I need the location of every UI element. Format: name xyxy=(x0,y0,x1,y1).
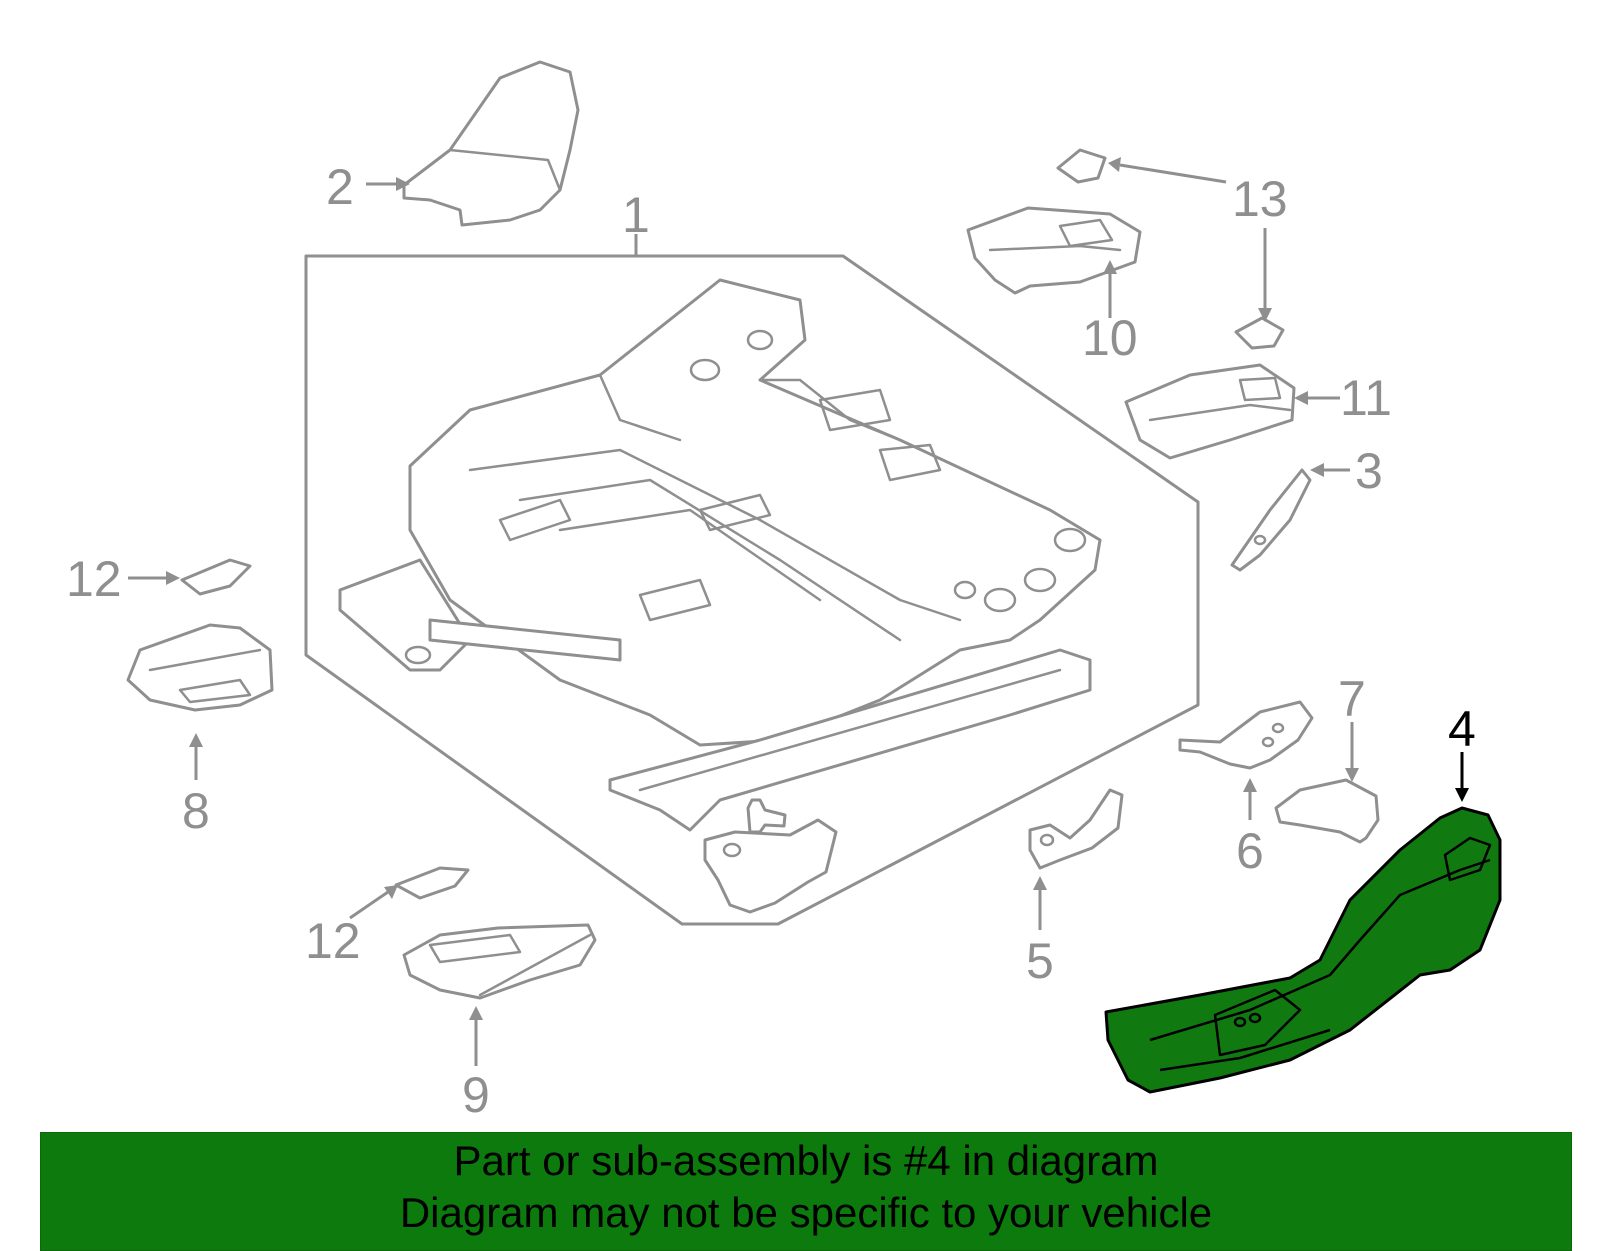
callout-6: 6 xyxy=(1236,823,1264,879)
callout-12-upper: 12 xyxy=(66,551,122,607)
leader-lines xyxy=(128,157,1469,1066)
callout-3: 3 xyxy=(1355,443,1383,499)
seat-rails xyxy=(338,558,1092,832)
part-7-cover xyxy=(1274,778,1380,844)
part-12-cover-upper xyxy=(180,558,252,596)
callout-7: 7 xyxy=(1338,671,1366,727)
part-9-trim xyxy=(402,923,597,1000)
part-11-trim xyxy=(1124,363,1296,460)
banner-line-disclaimer: Diagram may not be specific to your vehi… xyxy=(399,1189,1213,1236)
info-banner: Part or sub-assembly is #4 in diagram Di… xyxy=(40,1132,1572,1251)
part-12-cover-lower xyxy=(394,866,470,900)
seat-frame xyxy=(408,278,1102,747)
part-6-bracket xyxy=(1178,700,1314,770)
part-4-seat-shield-highlighted[interactable] xyxy=(1104,806,1502,1094)
bolt-and-bracket xyxy=(703,798,838,914)
part-2-cover xyxy=(402,60,580,227)
banner-line-part-number: Part or sub-assembly is #4 in diagram xyxy=(453,1137,1159,1184)
callout-8: 8 xyxy=(182,783,210,839)
callout-5: 5 xyxy=(1026,933,1054,989)
callout-4-highlighted: 4 xyxy=(1448,701,1476,757)
part-5-bracket xyxy=(1028,788,1124,870)
part-10-trim xyxy=(966,206,1142,295)
part-3-bracket xyxy=(1230,468,1312,572)
callout-11: 11 xyxy=(1340,370,1392,426)
callout-1: 1 xyxy=(622,187,650,243)
callout-9: 9 xyxy=(462,1067,490,1123)
callout-13: 13 xyxy=(1232,171,1288,227)
callout-2: 2 xyxy=(326,159,354,215)
part-13-clips xyxy=(1056,148,1285,350)
part-8-trim xyxy=(126,623,274,712)
callout-12-lower: 12 xyxy=(305,913,361,969)
callout-10: 10 xyxy=(1082,310,1138,366)
